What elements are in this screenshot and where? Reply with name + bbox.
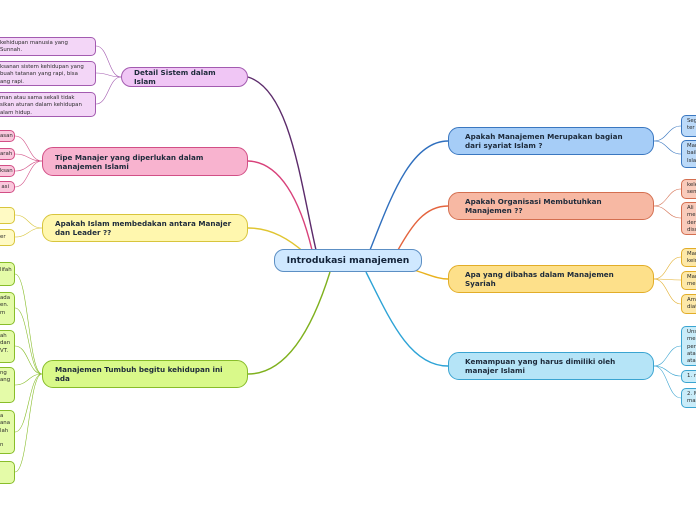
topic-kemampuan[interactable]: Kemampuan yang harus dimiliki oleh manaj…: [448, 352, 654, 380]
subtopic-organisasi-2[interactable]: Ali mel dem disu: [681, 202, 696, 235]
subtopic-manajer-leader-1[interactable]: [0, 207, 15, 224]
subtopic-organisasi-1[interactable]: kele sem: [681, 179, 696, 199]
link-manajemen-syariah: [413, 269, 449, 280]
subtopic-manajemen-tumbuh-4[interactable]: ng ang: [0, 367, 15, 403]
link-leaf-syariat-2: [653, 140, 682, 155]
topic-syariat[interactable]: Apakah Manajemen Merupakan bagian dari s…: [448, 127, 654, 155]
link-leaf-kemampuan-1: [653, 345, 682, 367]
link-leaf-detail-sistem-2: [95, 72, 122, 78]
topic-label: Detail Sistem dalam Islam: [134, 68, 216, 86]
link-leaf-tipe-manajer-3: [14, 160, 43, 172]
subtopic-tipe-manajer-3[interactable]: ksan: [0, 165, 15, 177]
subtopic-manajemen-tumbuh-1[interactable]: lifah: [0, 262, 15, 286]
link-leaf-detail-sistem-1: [95, 45, 122, 78]
subtopic-detail-sistem-2[interactable]: ksanan sistem kehidupan yang buah tatana…: [0, 61, 96, 86]
link-leaf-manajemen-syariah-3: [653, 278, 682, 305]
link-leaf-manajemen-tumbuh-1: [14, 273, 43, 375]
link-leaf-kemampuan-2: [653, 365, 682, 377]
link-leaf-manajemen-syariah-1: [653, 256, 682, 280]
link-leaf-manajer-leader-2: [14, 227, 43, 238]
subtopic-tipe-manajer-2[interactable]: arah: [0, 148, 15, 160]
subtopic-manajemen-tumbuh-6[interactable]: [0, 461, 15, 484]
link-leaf-manajemen-tumbuh-3: [14, 345, 43, 375]
topic-tipe-manajer[interactable]: Tipe Manajer yang diperlukan dalam manaj…: [42, 147, 248, 176]
subtopic-tipe-manajer-1[interactable]: asan: [0, 130, 15, 142]
link-leaf-manajemen-tumbuh-5: [14, 373, 43, 433]
link-leaf-manajemen-syariah-2: [653, 278, 682, 281]
link-kemampuan: [365, 271, 449, 367]
subtopic-manajemen-syariah-1[interactable]: Man kein: [681, 248, 696, 267]
subtopic-kemampuan-3[interactable]: 2. M mas: [681, 388, 696, 408]
subtopic-syariat-2[interactable]: Man baik Isla: [681, 140, 696, 168]
subtopic-manajemen-syariah-2[interactable]: Man men: [681, 271, 696, 290]
link-organisasi: [397, 205, 449, 251]
topic-manajemen-tumbuh[interactable]: Manajemen Tumbuh begitu kehidupan ini ad…: [42, 360, 248, 388]
subtopic-manajemen-tumbuh-2[interactable]: ada en. m: [0, 292, 15, 325]
topic-label: Kemampuan yang harus dimiliki oleh manaj…: [465, 357, 616, 375]
link-leaf-organisasi-1: [653, 188, 682, 207]
subtopic-manajemen-syariah-3[interactable]: Amu diat: [681, 294, 696, 314]
link-manajemen-tumbuh: [247, 271, 331, 375]
link-leaf-tipe-manajer-2: [14, 153, 43, 162]
link-syariat: [369, 140, 449, 251]
link-leaf-tipe-manajer-1: [14, 135, 43, 162]
topic-label: Apakah Organisasi Membutuhkan Manajemen …: [465, 197, 602, 215]
subtopic-tipe-manajer-4[interactable]: asi: [0, 181, 15, 193]
link-tipe-manajer: [247, 160, 313, 251]
topic-manajer-leader[interactable]: Apakah Islam membedakan antara Manajer d…: [42, 214, 248, 242]
subtopic-manajer-leader-2[interactable]: er: [0, 229, 15, 246]
link-leaf-syariat-1: [653, 125, 682, 142]
topic-label: Manajemen Tumbuh begitu kehidupan ini ad…: [55, 365, 223, 383]
link-leaf-manajemen-tumbuh-4: [14, 373, 43, 386]
link-leaf-tipe-manajer-4: [14, 160, 43, 188]
subtopic-kemampuan-1[interactable]: Unsu men peru atau atau: [681, 326, 696, 366]
topic-manajemen-syariah[interactable]: Apa yang dibahas dalam Manajemen Syariah: [448, 265, 654, 293]
central-topic[interactable]: Introdukasi manajemen: [274, 249, 422, 272]
subtopic-kemampuan-2[interactable]: 1. m: [681, 370, 696, 383]
topic-organisasi[interactable]: Apakah Organisasi Membutuhkan Manajemen …: [448, 192, 654, 220]
subtopic-manajemen-tumbuh-3[interactable]: ah dan VT.: [0, 330, 15, 363]
subtopic-detail-sistem-1[interactable]: kehidupan manusia yang Sunnah.: [0, 37, 96, 56]
subtopic-detail-sistem-3[interactable]: man atau sama sekali tidak sikan aturan …: [0, 92, 96, 117]
topic-label: Apakah Islam membedakan antara Manajer d…: [55, 219, 232, 237]
link-leaf-manajemen-tumbuh-2: [14, 307, 43, 375]
link-detail-sistem: [247, 76, 317, 251]
link-leaf-organisasi-2: [653, 205, 682, 219]
topic-detail-sistem[interactable]: Detail Sistem dalam Islam: [121, 67, 248, 87]
link-leaf-manajemen-tumbuh-6: [14, 373, 43, 473]
subtopic-syariat-1[interactable]: Seg ter: [681, 115, 696, 137]
topic-label: Apa yang dibahas dalam Manajemen Syariah: [465, 270, 614, 288]
link-leaf-kemampuan-3: [653, 365, 682, 399]
subtopic-manajemen-tumbuh-5[interactable]: a ana lah n: [0, 410, 15, 454]
topic-label: Tipe Manajer yang diperlukan dalam manaj…: [55, 152, 204, 171]
link-leaf-detail-sistem-3: [95, 76, 122, 105]
topic-label: Apakah Manajemen Merupakan bagian dari s…: [465, 132, 623, 150]
link-leaf-manajer-leader-1: [14, 214, 43, 229]
